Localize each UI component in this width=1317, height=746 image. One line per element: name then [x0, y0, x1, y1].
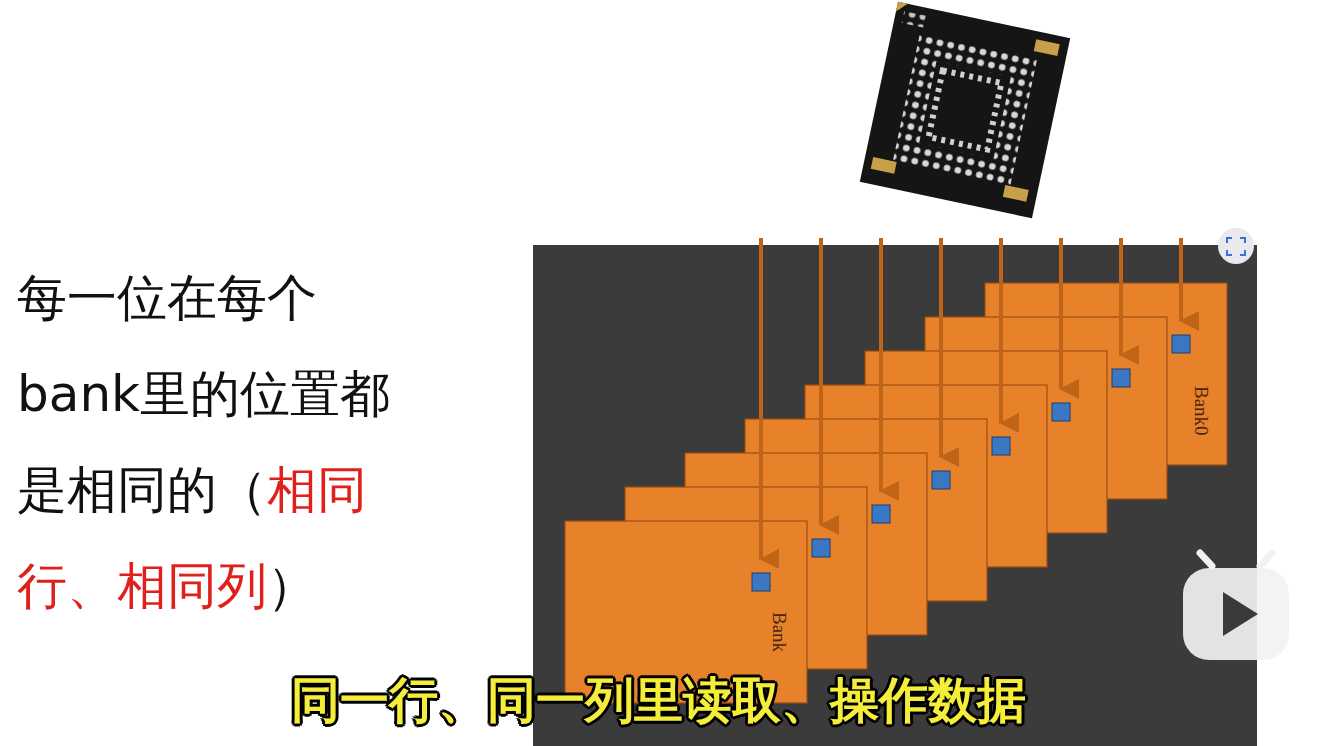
bit-cell [1112, 369, 1130, 387]
bit-cell [752, 573, 770, 591]
play-button [1183, 553, 1289, 660]
bit-cell [992, 437, 1010, 455]
subtitle: 同一行、同一列里读取、操作数据 [0, 668, 1317, 734]
bank-panel [533, 245, 1257, 746]
bank-stack [565, 283, 1227, 703]
body-text: ） [267, 557, 317, 615]
bit-cell [1052, 403, 1070, 421]
bank-label: Bank [768, 612, 790, 652]
arrow-line [999, 238, 1003, 423]
bit-cell [872, 505, 890, 523]
address-arrows [761, 238, 1181, 559]
bit-cell [932, 471, 950, 489]
arrow-line [1119, 238, 1123, 355]
bit-cell [812, 539, 830, 557]
arrow-line [939, 238, 943, 457]
arrow-line [1179, 238, 1183, 321]
explanation-text: 每一位在每个bank里的位置都是相同的（相同行、相同列） [17, 250, 412, 634]
bit-cell [1172, 335, 1190, 353]
arrow-line [1059, 238, 1063, 389]
arrow-line [759, 238, 763, 559]
arrow-line [819, 238, 823, 525]
bga-chip [860, 2, 1070, 219]
bank-label: Bank0 [1190, 386, 1212, 436]
arrow-line [879, 238, 883, 491]
scan-icon [1218, 228, 1254, 264]
